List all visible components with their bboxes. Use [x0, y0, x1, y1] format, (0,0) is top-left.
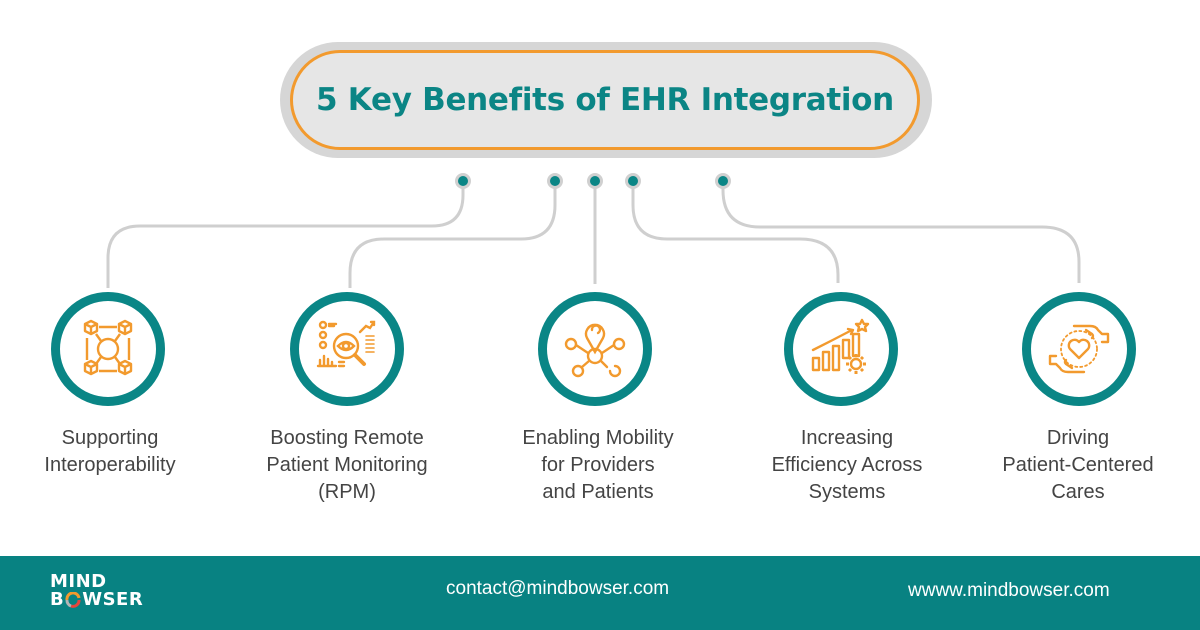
location-network-icon	[564, 323, 626, 378]
benefit-label-5: Driving Patient-Centered Cares	[1002, 427, 1154, 503]
growth-chart-gear-icon	[811, 318, 870, 374]
benefit-label-1: Supporting Interoperability	[44, 427, 176, 476]
network-cubes-icon	[83, 319, 133, 376]
connector-dots	[455, 173, 731, 189]
benefit-ring-1	[51, 292, 165, 406]
benefit-ring-4	[784, 292, 898, 406]
benefit-label-2: Boosting Remote Patient Monitoring (RPM)	[266, 427, 428, 503]
logo-swirl-icon	[65, 592, 81, 608]
website-link[interactable]: wwww.mindbowser.com	[908, 580, 1110, 601]
mindbowser-logo[interactable]: MIND B WSER	[50, 571, 144, 610]
benefit-label-3: Enabling Mobility for Providers and Pati…	[522, 427, 674, 503]
contact-email-link[interactable]: contact@mindbowser.com	[446, 578, 670, 599]
benefit-label-4: Increasing Efficiency Across Systems	[771, 427, 923, 503]
title-pill: 5 Key Benefits of EHR Integration	[290, 50, 920, 150]
benefit-ring-2	[290, 292, 404, 406]
benefit-ring-5	[1022, 292, 1136, 406]
footer-bar	[0, 556, 1200, 630]
remote-monitoring-eye-icon	[316, 320, 376, 368]
page-title: 5 Key Benefits of EHR Integration	[316, 82, 894, 118]
hands-heart-icon	[1048, 324, 1110, 374]
benefit-ring-3	[538, 292, 652, 406]
